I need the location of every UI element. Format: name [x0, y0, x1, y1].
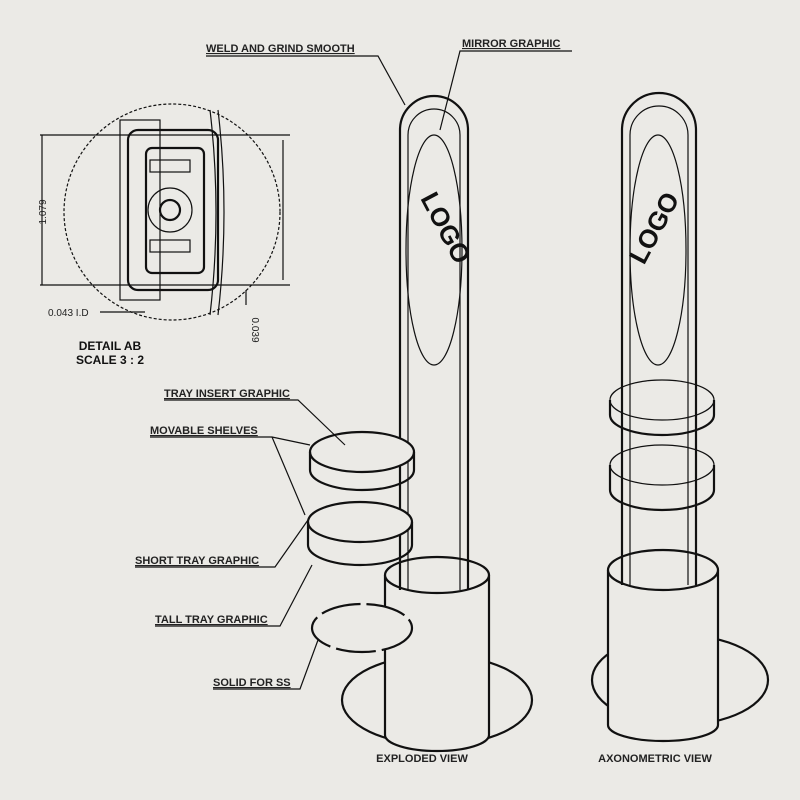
callout-mirror: MIRROR GRAPHIC	[462, 38, 560, 50]
axo-upper-shelf	[609, 379, 715, 421]
short-tray-ring	[306, 500, 414, 544]
exploded-view-caption: EXPLODED VIEW	[376, 753, 468, 765]
detail-outer-frame	[126, 128, 220, 292]
detail-boundary	[63, 103, 281, 321]
callout-short-tray: SHORT TRAY GRAPHIC	[135, 555, 259, 567]
dim-side-label: 0.039	[249, 317, 260, 342]
base-cylinder	[383, 575, 491, 753]
callout-weld: WELD AND GRIND SMOOTH	[206, 43, 355, 55]
axonometric-view-caption: AXONOMETRIC VIEW	[598, 753, 712, 765]
pole-frame	[398, 94, 470, 590]
axo-lower-shelf	[609, 444, 715, 486]
axo-base-cylinder	[606, 570, 720, 743]
detail-scale: SCALE 3 : 2	[76, 353, 144, 367]
solid-disc	[310, 602, 414, 654]
callout-movable-shelves: MOVABLE SHELVES	[150, 425, 258, 437]
exploded-view: LOGO EXPLODED VIEW	[306, 94, 534, 765]
callout-tray-insert: TRAY INSERT GRAPHIC	[164, 388, 290, 400]
detail-title: DETAIL AB	[79, 339, 142, 353]
callout-solid: SOLID FOR SS	[213, 677, 291, 689]
callouts: WELD AND GRIND SMOOTH MIRROR GRAPHIC TRA…	[135, 38, 572, 690]
axo-pole-frame	[620, 91, 698, 585]
mirror-panel	[405, 134, 463, 366]
detail-ab: 1.079 0.043 I.D 0.039 DETAIL AB SCALE 3 …	[38, 103, 290, 367]
detail-inner-frame	[144, 146, 206, 275]
dim-id-label: 0.043 I.D	[48, 308, 89, 319]
detail-hex	[147, 187, 193, 233]
axonometric-view: LOGO AXONOMETRIC VIEW	[590, 91, 770, 765]
tray-insert-ring	[308, 430, 416, 474]
callout-tall-tray: TALL TRAY GRAPHIC	[155, 614, 268, 626]
detail-bore	[158, 198, 182, 222]
dim-height-label: 1.079	[38, 199, 49, 224]
